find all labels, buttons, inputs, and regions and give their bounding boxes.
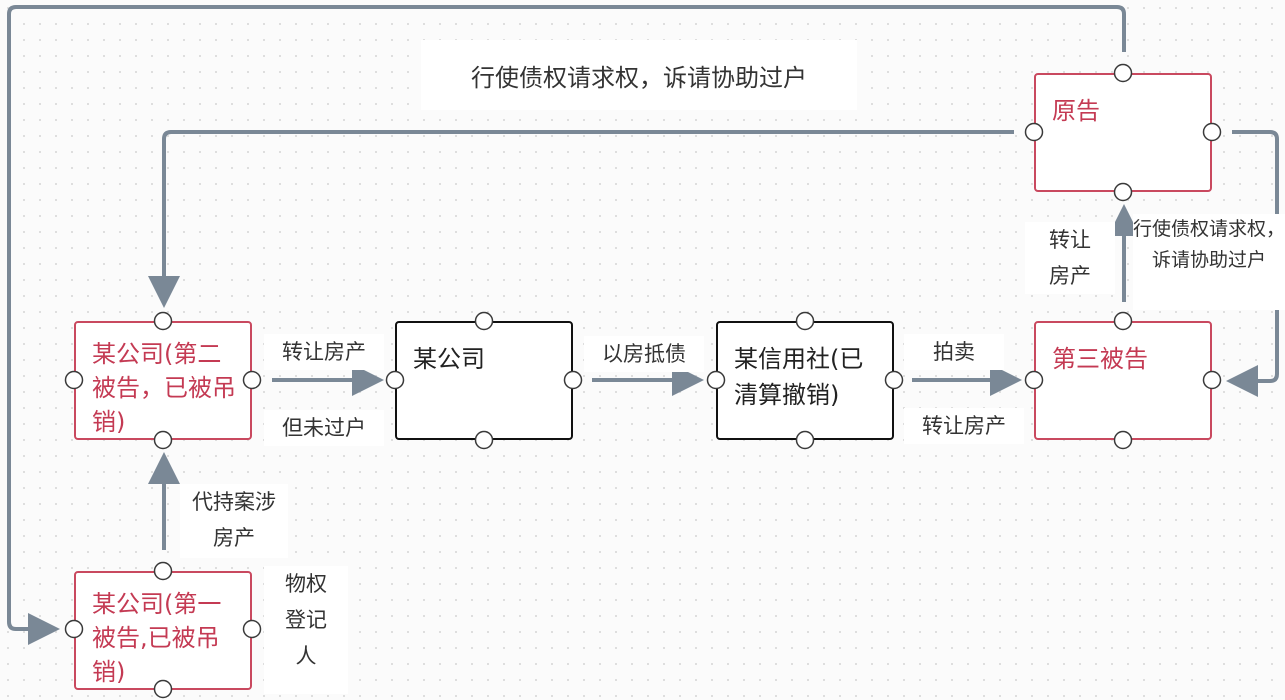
node-defendant1-text: 某公司(第一被告,已被吊销) [92, 590, 222, 686]
label-auction: 拍卖 [904, 334, 1004, 370]
node-defendant3[interactable]: 第三被告 [1034, 321, 1212, 440]
label-mortgage: 以房抵债 [584, 336, 704, 372]
label-transfer-to-plaintiff: 转让房产 [1025, 222, 1115, 294]
node-defendant1[interactable]: 某公司(第一被告,已被吊销) [74, 571, 252, 690]
label-top-claim: 行使债权请求权，诉请协助过户 [421, 40, 857, 110]
edge-plaintiff-to-defendant1 [7, 5, 1126, 645]
node-plaintiff-text: 原告 [1052, 97, 1100, 125]
label-registrant: 物权登记人 [264, 566, 348, 694]
node-defendant2[interactable]: 某公司(第二被告，已被吊销) [74, 321, 252, 440]
edge-plaintiff-to-defendant2 [148, 130, 1014, 308]
label-auction-transfer: 转让房产 [904, 408, 1024, 444]
label-nominee: 代持案涉房产 [180, 484, 288, 558]
node-company-text: 某公司 [413, 345, 485, 373]
label-right-claim: 行使债权请求权，诉请协助过户 [1133, 214, 1285, 310]
node-company[interactable]: 某公司 [395, 321, 573, 440]
node-credit-union-text: 某信用社(已清算撤销) [734, 345, 864, 409]
node-credit-union[interactable]: 某信用社(已清算撤销) [716, 321, 894, 440]
label-transfer-not-registered-top: 转让房产 [264, 334, 384, 370]
label-transfer-not-registered-bottom: 但未过户 [264, 410, 384, 446]
node-defendant2-text: 某公司(第二被告，已被吊销) [92, 340, 236, 436]
node-defendant3-text: 第三被告 [1052, 345, 1148, 373]
node-plaintiff[interactable]: 原告 [1034, 73, 1212, 192]
